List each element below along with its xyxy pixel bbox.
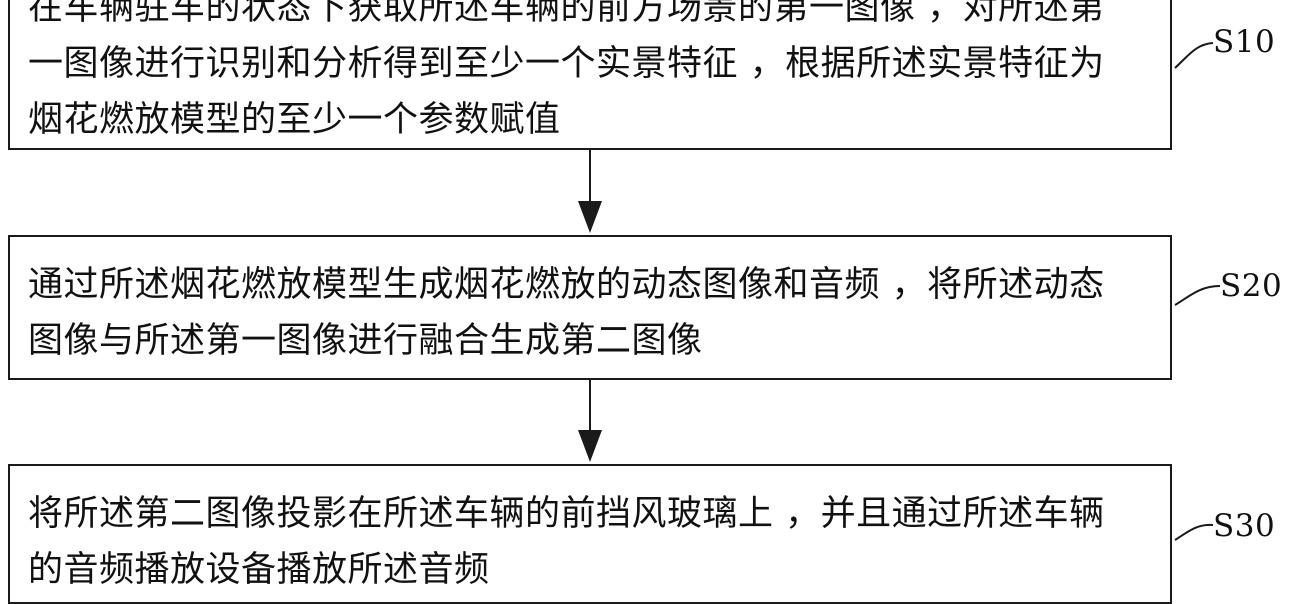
step-box-s10: 在车辆驻车的状态下获取所述车辆的前方场景的第一图像 ，对所述第一图像进行识别和分… [8, 0, 1172, 150]
step-label-s20: S20 [1220, 268, 1283, 304]
step-text-s20: 通过所述烟花燃放模型生成烟花燃放的动态图像和音频 ，将所述动态图像与所述第一图像… [28, 265, 1105, 361]
flow-connectors [578, 42, 1221, 541]
step-box-s20: 通过所述烟花燃放模型生成烟花燃放的动态图像和音频 ，将所述动态图像与所述第一图像… [8, 235, 1172, 380]
leader-s20 [1174, 285, 1221, 306]
leader-s10 [1174, 42, 1214, 69]
step-label-s10: S10 [1213, 24, 1276, 60]
step-box-s30: 将所述第二图像投影在所述车辆的前挡风玻璃上 ，并且通过所述车辆的音频播放设备播放… [8, 464, 1172, 604]
arrow-head-s20-s30 [578, 430, 602, 462]
step-label-s30: S30 [1213, 508, 1276, 544]
arrow-head-s10-s20 [578, 201, 602, 233]
leader-s30 [1174, 523, 1214, 541]
step-text-s10: 在车辆驻车的状态下获取所述车辆的前方场景的第一图像 ，对所述第一图像进行识别和分… [28, 0, 1105, 140]
step-text-s30: 将所述第二图像投影在所述车辆的前挡风玻璃上 ，并且通过所述车辆的音频播放设备播放… [28, 494, 1105, 590]
